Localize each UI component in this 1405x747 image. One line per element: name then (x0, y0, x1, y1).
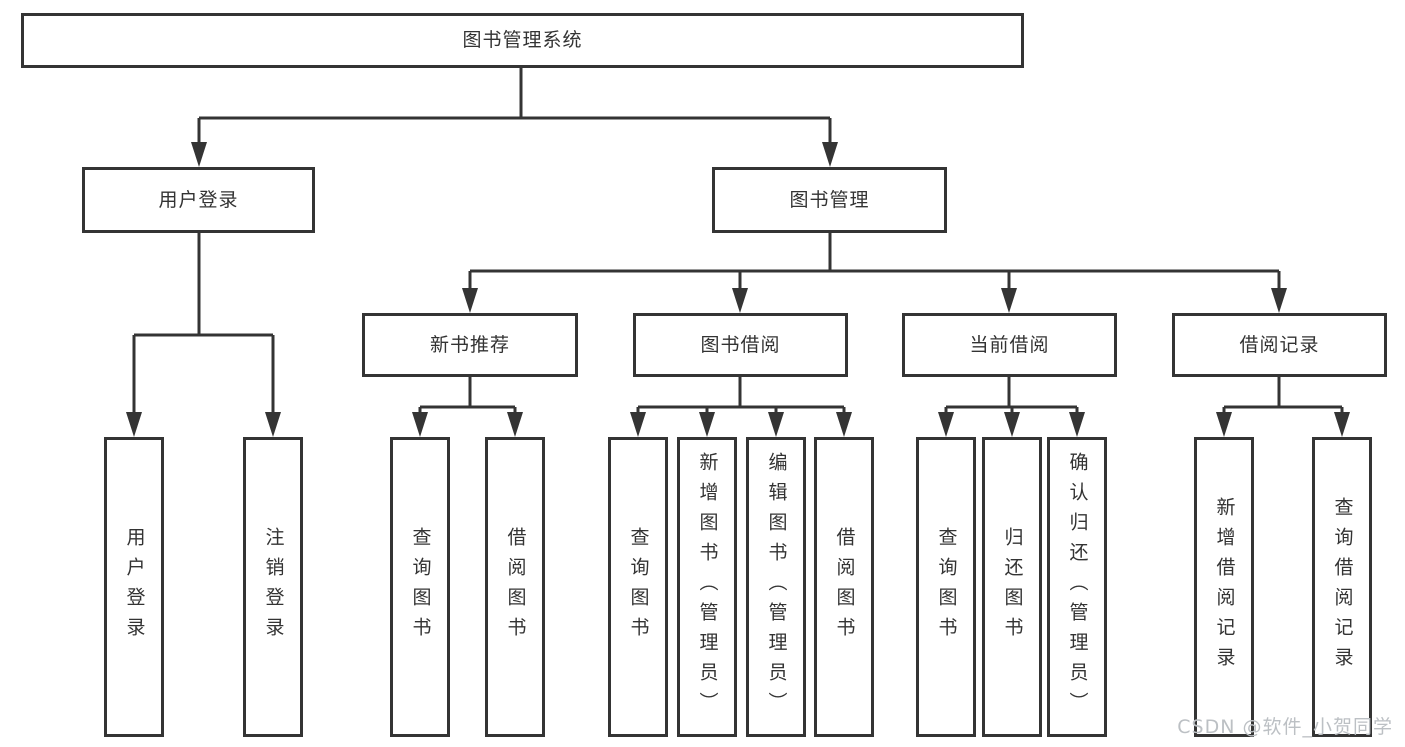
node-leaf-borrow-edit-books-admin-label: 编辑图书（管理员） (765, 452, 788, 722)
node-leaf-records-query-record-label: 查询借阅记录 (1331, 497, 1354, 677)
node-leaf-user-login-label: 用户登录 (123, 527, 146, 647)
node-book-management-label: 图书管理 (789, 188, 870, 211)
node-leaf-recommend-borrow-books-label: 借阅图书 (504, 527, 527, 647)
node-current-borrow-label: 当前借阅 (969, 333, 1050, 356)
node-user-login-label: 用户登录 (158, 188, 239, 211)
node-leaf-current-return-books-label: 归还图书 (1001, 527, 1024, 647)
node-leaf-logout: 注销登录 (243, 437, 303, 737)
node-leaf-current-query-books: 查询图书 (916, 437, 976, 737)
node-leaf-current-confirm-return-admin: 确认归还（管理员） (1047, 437, 1107, 737)
node-leaf-borrow-edit-books-admin: 编辑图书（管理员） (746, 437, 806, 737)
node-root: 图书管理系统 (21, 13, 1024, 68)
node-book-borrow-label: 图书借阅 (700, 333, 781, 356)
node-current-borrow: 当前借阅 (902, 313, 1117, 377)
node-leaf-borrow-add-books-admin: 新增图书（管理员） (677, 437, 737, 737)
node-leaf-recommend-borrow-books: 借阅图书 (485, 437, 545, 737)
node-borrow-records: 借阅记录 (1172, 313, 1387, 377)
node-leaf-recommend-query-books: 查询图书 (390, 437, 450, 737)
node-new-book-recommend: 新书推荐 (362, 313, 578, 377)
node-leaf-records-query-record: 查询借阅记录 (1312, 437, 1372, 737)
node-book-management: 图书管理 (712, 167, 947, 233)
node-leaf-current-confirm-return-admin-label: 确认归还（管理员） (1066, 452, 1089, 722)
csdn-watermark: CSDN @软件_小贺同学 (1177, 716, 1393, 738)
node-leaf-current-return-books: 归还图书 (982, 437, 1042, 737)
node-leaf-borrow-borrow-books: 借阅图书 (814, 437, 874, 737)
node-leaf-current-query-books-label: 查询图书 (935, 527, 958, 647)
node-leaf-records-add-record: 新增借阅记录 (1194, 437, 1254, 737)
node-leaf-user-login: 用户登录 (104, 437, 164, 737)
node-leaf-borrow-add-books-admin-label: 新增图书（管理员） (696, 452, 719, 722)
node-leaf-borrow-query-books-label: 查询图书 (627, 527, 650, 647)
node-leaf-logout-label: 注销登录 (262, 527, 285, 647)
node-leaf-recommend-query-books-label: 查询图书 (409, 527, 432, 647)
node-user-login: 用户登录 (82, 167, 315, 233)
node-book-borrow: 图书借阅 (633, 313, 848, 377)
node-root-label: 图书管理系统 (462, 29, 583, 51)
node-leaf-borrow-query-books: 查询图书 (608, 437, 668, 737)
node-new-book-recommend-label: 新书推荐 (429, 333, 510, 356)
node-leaf-records-add-record-label: 新增借阅记录 (1213, 497, 1236, 677)
node-leaf-borrow-borrow-books-label: 借阅图书 (833, 527, 856, 647)
node-borrow-records-label: 借阅记录 (1239, 333, 1320, 356)
